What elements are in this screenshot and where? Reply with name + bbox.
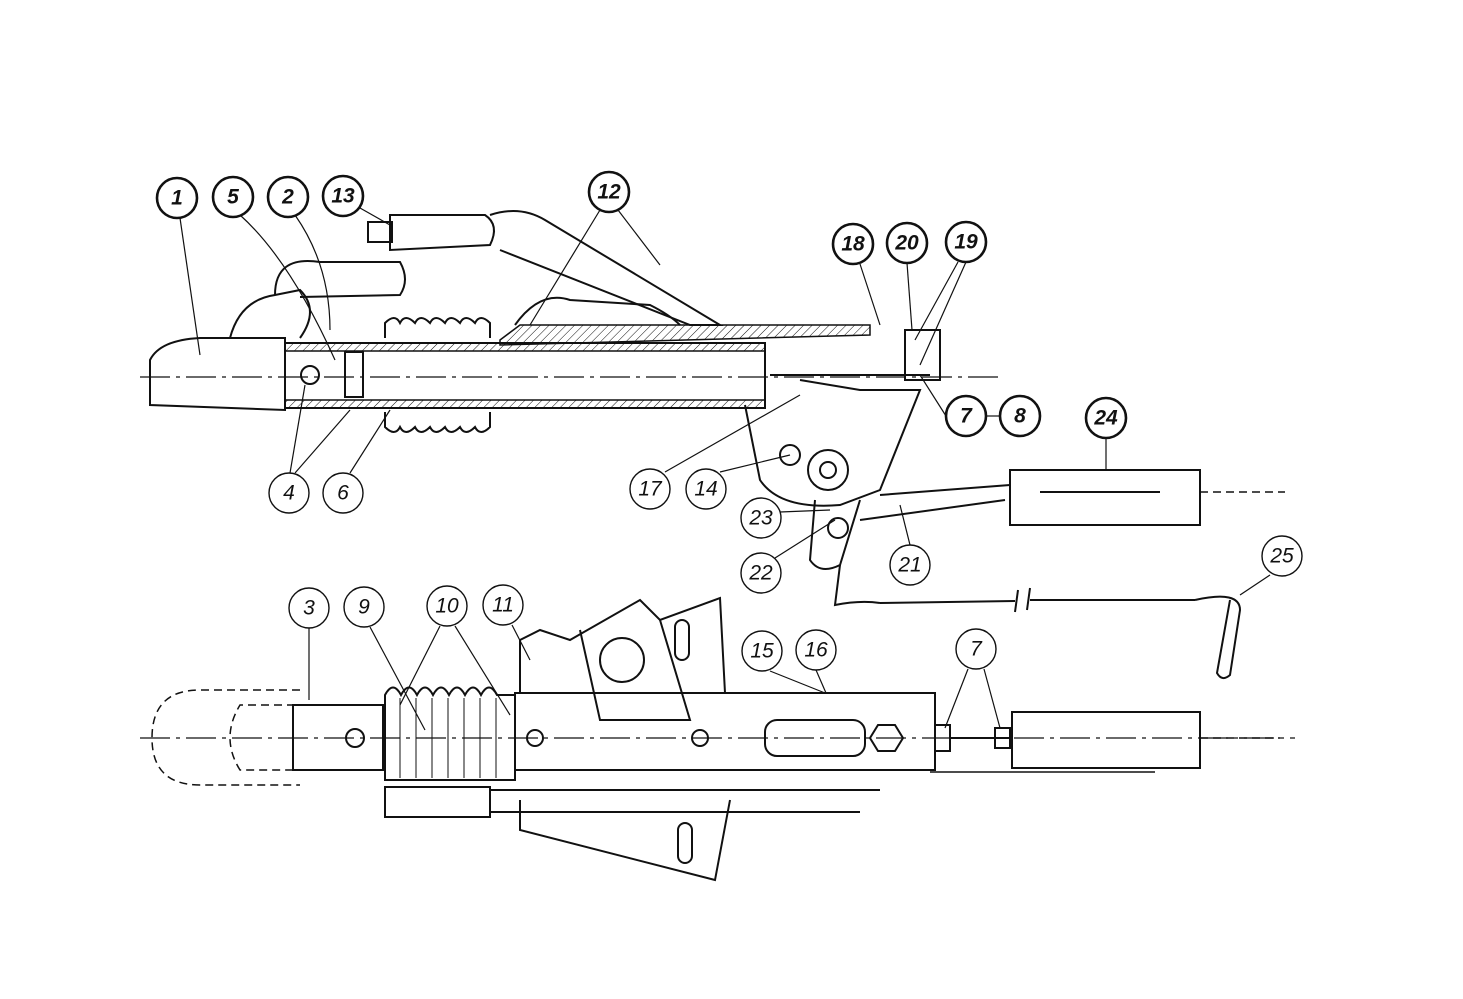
bottom-assembly-drawing <box>140 596 1295 882</box>
svg-text:15: 15 <box>750 640 774 663</box>
callout-13: 13 <box>321 174 365 218</box>
callout-8: 8 <box>998 394 1042 438</box>
callout-20: 20 <box>885 221 929 265</box>
svg-text:17: 17 <box>638 478 663 501</box>
svg-text:23: 23 <box>748 507 773 530</box>
svg-text:25: 25 <box>1269 545 1294 568</box>
callout-11: 11 <box>482 584 524 626</box>
svg-text:18: 18 <box>841 233 865 256</box>
callout-3: 3 <box>288 587 330 629</box>
svg-text:11: 11 <box>492 594 514 617</box>
callout-16: 16 <box>795 629 837 671</box>
callout-23: 23 <box>740 497 782 539</box>
svg-text:7: 7 <box>960 405 973 428</box>
svg-text:21: 21 <box>897 554 921 577</box>
callout-4: 4 <box>268 472 310 514</box>
svg-text:1: 1 <box>171 187 183 210</box>
svg-text:3: 3 <box>303 597 315 620</box>
callout-17: 17 <box>629 468 671 510</box>
callout-12: 12 <box>587 170 631 214</box>
callout-6: 6 <box>322 472 364 514</box>
callout-25: 25 <box>1261 535 1303 577</box>
svg-text:22: 22 <box>748 562 773 585</box>
svg-text:6: 6 <box>337 482 349 505</box>
callout-9: 9 <box>343 586 385 628</box>
svg-text:24: 24 <box>1093 407 1118 430</box>
svg-text:5: 5 <box>227 186 239 209</box>
callout-22: 22 <box>740 552 782 594</box>
callout-2: 2 <box>266 175 310 219</box>
callout-18: 18 <box>831 222 875 266</box>
svg-text:2: 2 <box>281 186 294 209</box>
svg-text:19: 19 <box>954 231 978 254</box>
callout-24: 24 <box>1084 396 1128 440</box>
callout-7: 7 <box>944 394 988 438</box>
callout-14: 14 <box>685 468 727 510</box>
svg-text:13: 13 <box>331 185 355 208</box>
leader-lines <box>179 207 1271 731</box>
callout-21: 21 <box>889 544 931 586</box>
svg-text:7: 7 <box>970 638 983 661</box>
svg-text:9: 9 <box>358 596 370 619</box>
svg-text:16: 16 <box>804 639 828 662</box>
callout-1: 1 <box>155 176 199 220</box>
svg-text:10: 10 <box>435 595 459 618</box>
svg-text:14: 14 <box>694 478 717 501</box>
callouts-bottom: 3 9 10 11 15 16 7 <box>288 584 997 672</box>
svg-text:12: 12 <box>597 181 621 204</box>
callout-7-bottom: 7 <box>955 628 997 670</box>
callout-19: 19 <box>944 220 988 264</box>
callout-15: 15 <box>741 630 783 672</box>
svg-text:20: 20 <box>894 232 919 255</box>
callout-5: 5 <box>211 175 255 219</box>
top-assembly-drawing <box>140 210 1285 679</box>
svg-text:8: 8 <box>1014 405 1026 428</box>
callout-10: 10 <box>426 585 468 627</box>
svg-text:4: 4 <box>283 482 295 505</box>
callouts-top: 1 5 2 13 12 18 20 19 7 8 24 4 6 17 14 23… <box>155 170 1303 594</box>
